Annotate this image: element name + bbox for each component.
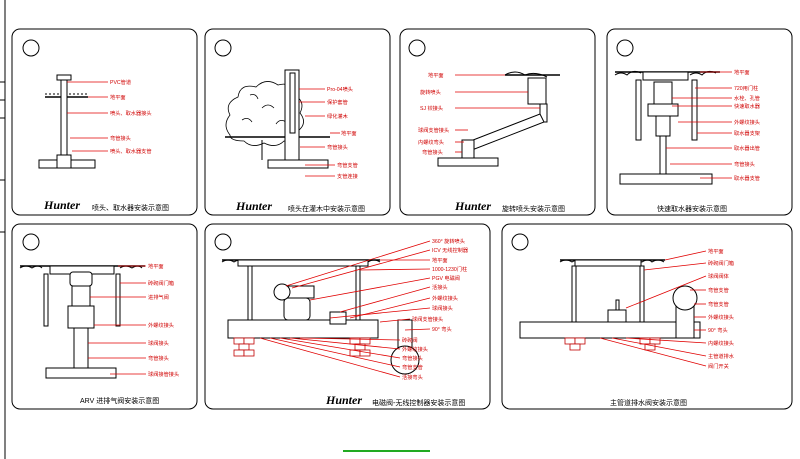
svg-text:ICV 无线控制器: ICV 无线控制器 bbox=[432, 246, 469, 254]
svg-text:球阀接管接头: 球阀接管接头 bbox=[148, 370, 179, 378]
p1-label-0: PVC管道 bbox=[110, 78, 131, 86]
brick-box-left bbox=[233, 337, 255, 357]
p2-labels: Pro-04喷头 保护套管 绿化灌木 地平面 弯管接头 弯管支管 支管连接 bbox=[299, 85, 358, 180]
svg-text:外螺纹接头: 外螺纹接头 bbox=[708, 313, 734, 321]
svg-text:Pro-04喷头: Pro-04喷头 bbox=[327, 85, 353, 93]
svg-text:球阀接头: 球阀接头 bbox=[432, 304, 453, 312]
svg-text:720用门柱: 720用门柱 bbox=[734, 84, 758, 92]
p7-labels: 地平面 砖砌阀门箱 球阀阀体 弯管支管 弯管支管 外螺纹接头 90° 弯头 内螺… bbox=[599, 247, 735, 370]
svg-text:砖砌阀门箱: 砖砌阀门箱 bbox=[148, 279, 174, 287]
p1-logo: Hunter bbox=[43, 198, 80, 212]
rotor-body bbox=[527, 77, 547, 105]
drain-ball-valve bbox=[607, 309, 627, 323]
svg-text:地平面: 地平面 bbox=[708, 247, 724, 255]
svg-text:弯管支管: 弯管支管 bbox=[708, 300, 729, 308]
svg-text:取水器支管: 取水器支管 bbox=[734, 174, 760, 182]
p1-label-4: 喷头、取水器支管 bbox=[110, 147, 152, 155]
p1-labels: PVC管道 地平面 喷头、取水器接头 弯管接头 喷头、取水器支管 bbox=[67, 78, 152, 155]
pgv-solenoid bbox=[283, 297, 311, 321]
panel-rotor-install: 地平面 旋转喷头 SJ 铰接头 球阀支管接头 内螺纹弯头 弯管接头 Hunter… bbox=[399, 28, 596, 216]
svg-text:绿化灌木: 绿化灌木 bbox=[327, 112, 349, 120]
svg-text:SJ 铰接头: SJ 铰接头 bbox=[420, 104, 443, 112]
svg-text:Hunter: Hunter bbox=[325, 393, 362, 407]
svg-text:球阀支管接头: 球阀支管接头 bbox=[418, 126, 449, 134]
svg-text:电磁阀-无线控制器安装示意图: 电磁阀-无线控制器安装示意图 bbox=[372, 398, 465, 407]
svg-text:砖砌阀门箱: 砖砌阀门箱 bbox=[708, 259, 734, 267]
svg-text:球阀支管接头: 球阀支管接头 bbox=[412, 315, 443, 323]
svg-text:水栓、孔管: 水栓、孔管 bbox=[734, 94, 760, 102]
svg-text:快速取水器安装示意图: 快速取水器安装示意图 bbox=[657, 204, 727, 213]
svg-text:弯管支管: 弯管支管 bbox=[337, 161, 358, 169]
svg-text:支管连接: 支管连接 bbox=[337, 172, 358, 180]
svg-text:地平面: 地平面 bbox=[428, 71, 444, 79]
brick-box-p7 bbox=[564, 337, 661, 351]
svg-text:地平面: 地平面 bbox=[432, 256, 448, 264]
svg-text:内螺纹弯头: 内螺纹弯头 bbox=[418, 138, 444, 146]
main-pipe bbox=[519, 321, 701, 339]
svg-text:Hunter: Hunter bbox=[235, 199, 272, 213]
svg-text:弯管接头: 弯管接头 bbox=[734, 160, 755, 168]
arv-cap bbox=[69, 271, 93, 287]
svg-text:活接头: 活接头 bbox=[432, 283, 448, 291]
svg-text:弯管支管: 弯管支管 bbox=[402, 363, 423, 371]
svg-text:地平面: 地平面 bbox=[734, 68, 750, 76]
svg-text:快速取水器: 快速取水器 bbox=[734, 102, 761, 110]
svg-text:地平面: 地平面 bbox=[148, 262, 164, 270]
coupler-body bbox=[653, 81, 673, 105]
p1-caption: 喷头、取水器安装示意图 bbox=[92, 203, 169, 212]
svg-text:ARV 进排气阀安装示意图: ARV 进排气阀安装示意图 bbox=[80, 396, 159, 405]
sprinkler-head bbox=[56, 74, 72, 81]
panel-sprinkler-install: PVC管道 地平面 喷头、取水器接头 弯管接头 喷头、取水器支管 Hunter … bbox=[11, 28, 198, 216]
riser-pipe bbox=[60, 77, 68, 161]
svg-text:主管道排水: 主管道排水 bbox=[708, 352, 735, 360]
panel-shrub-sprinkler: Pro-04喷头 保护套管 绿化灌木 地平面 弯管接头 弯管支管 支管连接 Hu… bbox=[204, 28, 391, 216]
svg-text:砖砌阀: 砖砌阀 bbox=[402, 336, 418, 344]
svg-text:Hunter: Hunter bbox=[454, 199, 491, 213]
p1-label-1: 地平面 bbox=[110, 93, 126, 101]
main-line-pipe bbox=[227, 319, 379, 339]
svg-text:弯管接头: 弯管接头 bbox=[402, 354, 423, 362]
p5-labels: 地平面 砖砌阀门箱 进排气阀 外螺纹接头 球阀接头 弯管接头 球阀接管接头 bbox=[88, 262, 179, 378]
svg-text:1000-1230门柱: 1000-1230门柱 bbox=[432, 265, 467, 273]
svg-text:外螺纹接头: 外螺纹接头 bbox=[734, 118, 760, 126]
panel-quick-coupler: 地平面 720用门柱 水栓、孔管 快速取水器 外螺纹接头 取水器支架 取水器出管… bbox=[606, 28, 793, 216]
svg-text:360° 旋转喷头: 360° 旋转喷头 bbox=[432, 237, 465, 245]
p1-label-3: 弯管接头 bbox=[110, 134, 131, 142]
svg-text:取水器出管: 取水器出管 bbox=[734, 144, 760, 152]
svg-text:进排气阀: 进排气阀 bbox=[148, 293, 169, 301]
svg-text:喷头在灌木中安装示意图: 喷头在灌木中安装示意图 bbox=[288, 204, 365, 213]
svg-text:旋转喷头: 旋转喷头 bbox=[420, 88, 441, 96]
svg-text:主管道排水阀安装示意图: 主管道排水阀安装示意图 bbox=[610, 398, 687, 407]
svg-text:90° 弯头: 90° 弯头 bbox=[432, 325, 452, 333]
svg-text:弯管支管: 弯管支管 bbox=[708, 286, 729, 294]
svg-text:球阀接头: 球阀接头 bbox=[148, 339, 169, 347]
panel-drain-valve: 地平面 砖砌阀门箱 球阀阀体 弯管支管 弯管支管 外螺纹接头 90° 弯头 内螺… bbox=[501, 223, 793, 410]
svg-text:阀门开关: 阀门开关 bbox=[708, 362, 729, 370]
svg-text:旋转喷头安装示意图: 旋转喷头安装示意图 bbox=[502, 204, 565, 213]
svg-text:90° 弯头: 90° 弯头 bbox=[708, 326, 728, 334]
svg-text:弯管接头: 弯管接头 bbox=[422, 148, 443, 156]
svg-text:活接弯头: 活接弯头 bbox=[402, 373, 423, 381]
svg-text:保护套管: 保护套管 bbox=[327, 98, 348, 106]
panel-air-release-valve: 地平面 砖砌阀门箱 进排气阀 外螺纹接头 球阀接头 弯管接头 球阀接管接头 AR… bbox=[11, 223, 198, 410]
svg-text:外螺纹接头: 外螺纹接头 bbox=[402, 345, 428, 353]
detail-marker-circle bbox=[22, 39, 40, 57]
svg-text:弯管接头: 弯管接头 bbox=[327, 143, 348, 151]
brick-box-right bbox=[349, 337, 371, 357]
svg-text:外螺纹接头: 外螺纹接头 bbox=[148, 321, 174, 329]
p1-label-2: 喷头、取水器接头 bbox=[110, 109, 152, 117]
panel-solenoid-valve: 360° 旋转喷头 ICV 无线控制器 地平面 1000-1230门柱 PGV … bbox=[204, 223, 491, 410]
left-margin-ticks bbox=[0, 81, 5, 233]
svg-text:内螺纹接头: 内螺纹接头 bbox=[708, 339, 734, 347]
p4-labels: 地平面 720用门柱 水栓、孔管 快速取水器 外螺纹接头 取水器支架 取水器出管… bbox=[666, 68, 761, 182]
svg-text:球阀阀体: 球阀阀体 bbox=[708, 272, 730, 280]
svg-text:弯管接头: 弯管接头 bbox=[148, 354, 169, 362]
svg-text:地平面: 地平面 bbox=[341, 129, 357, 137]
p3-labels: 地平面 旋转喷头 SJ 铰接头 球阀支管接头 内螺纹弯头 弯管接头 bbox=[418, 71, 540, 156]
svg-text:PGV 电磁阀: PGV 电磁阀 bbox=[432, 274, 460, 282]
svg-text:外螺纹接头: 外螺纹接头 bbox=[432, 294, 458, 302]
p6-labels: 360° 旋转喷头 ICV 无线控制器 地平面 1000-1230门柱 PGV … bbox=[259, 237, 469, 381]
svg-text:取水器支架: 取水器支架 bbox=[734, 129, 760, 137]
